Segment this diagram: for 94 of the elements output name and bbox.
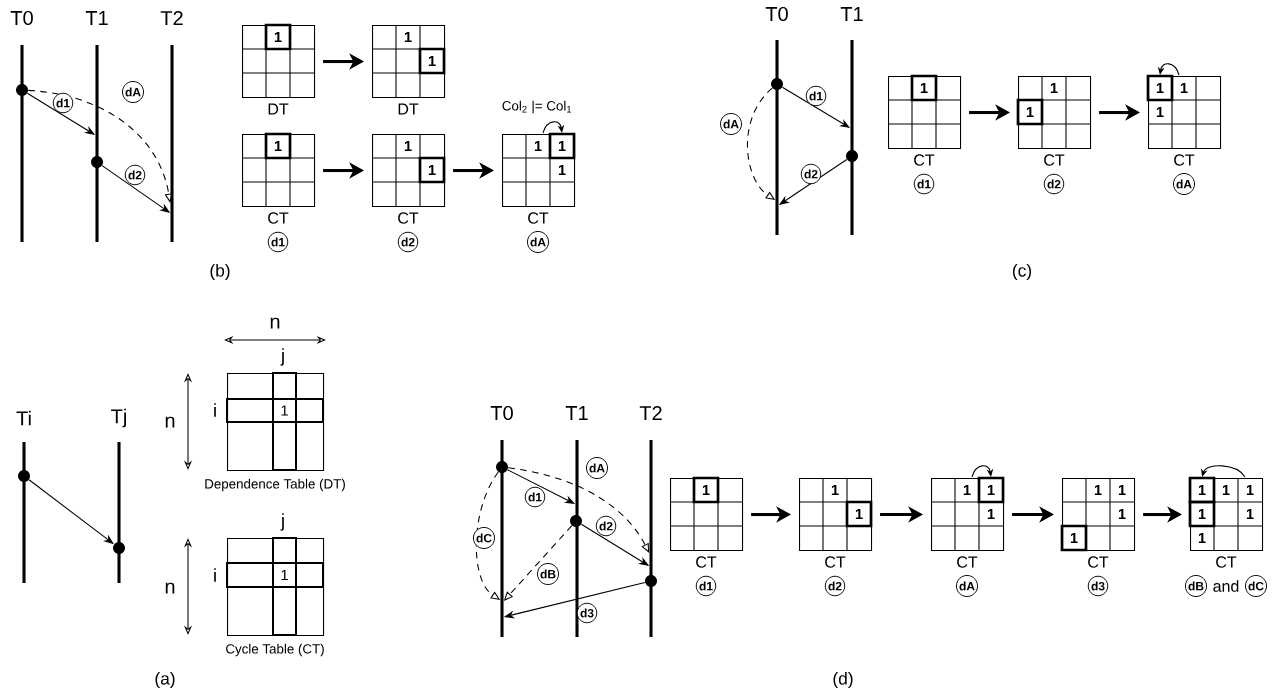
caption-text: and (1213, 580, 1239, 592)
edge-label: dA (720, 113, 742, 135)
annotation: Col$_{2}$ |= Col$_{1}$ (502, 100, 572, 114)
circled-label: d1 (913, 173, 935, 195)
cell-value: 1 (855, 508, 863, 520)
table-caption: CT (1216, 556, 1237, 568)
cell-value: 1 (920, 82, 928, 94)
circled-label: d2 (1043, 173, 1065, 195)
edge-label: d1 (524, 486, 546, 508)
cell-value: 1 (702, 484, 710, 496)
timeline-label: T0 (765, 6, 788, 22)
timeline-label: T1 (85, 11, 108, 25)
circled-label: d1 (695, 575, 717, 597)
circled-label: dA (1173, 173, 1195, 195)
circled-label: d2 (824, 575, 846, 597)
edge-label: d1 (805, 85, 827, 107)
timeline-label: T2 (160, 11, 183, 25)
circled-label: dA (956, 574, 978, 597)
table-caption: CT (1044, 154, 1065, 166)
edge-label: d3 (576, 602, 598, 624)
circled-label: dA (527, 231, 549, 253)
edge-label: d2 (124, 164, 146, 186)
edge-label: dB (537, 563, 560, 585)
dependency-arrow (27, 89, 173, 203)
circled-label: d2 (397, 231, 419, 253)
panel-caption: (d) (833, 671, 853, 689)
cell-value: 1 (1222, 484, 1230, 496)
cell-value: 1 (1198, 508, 1206, 520)
cell-value: 1 (281, 569, 288, 581)
cell-value: 1 (428, 55, 436, 67)
timeline-label: T0 (490, 405, 513, 421)
edge-label: d2 (800, 163, 822, 185)
cell-value: 1 (1198, 484, 1206, 496)
circled-label: dC (1245, 574, 1267, 597)
table-caption: DT (268, 103, 289, 115)
cell-value: 1 (1156, 82, 1164, 94)
cell-value: 1 (987, 508, 995, 520)
table-caption: CT (268, 212, 289, 224)
cell-value: 1 (1118, 484, 1126, 496)
dimension-label: n (270, 317, 280, 329)
cell-value: 1 (1026, 106, 1034, 118)
circled-label: d1 (267, 231, 289, 253)
cell-value: 1 (1180, 82, 1188, 94)
table-caption: DT (398, 103, 419, 115)
timeline-label: T0 (10, 10, 33, 26)
timeline-label: T2 (639, 406, 662, 420)
table-caption: CT (528, 212, 549, 224)
cell-value: 1 (831, 484, 839, 496)
table-caption: CT (1088, 556, 1109, 568)
cell-value: 1 (1118, 508, 1126, 520)
table-caption: CT (1174, 154, 1195, 166)
cell-value: 1 (1246, 484, 1254, 496)
panel-caption: (a) (155, 671, 175, 689)
circled-label: dB (1185, 574, 1207, 597)
table-caption: Cycle Table (CT) (226, 643, 324, 657)
table-caption: Dependence Table (DT) (205, 478, 345, 492)
cell-value: 1 (1246, 508, 1254, 520)
cell-value: 1 (1070, 532, 1078, 544)
panel-caption: (b) (210, 263, 230, 281)
edge-label: dA (122, 81, 145, 103)
cell-value: 1 (404, 31, 412, 43)
cell-value: 1 (428, 164, 436, 176)
timeline-label: Ti (16, 410, 31, 426)
dimension-label: n (165, 582, 175, 594)
table-caption: CT (398, 212, 419, 224)
table-caption: CT (914, 154, 935, 166)
dimension-label: n (165, 416, 175, 428)
timeline-label: T1 (565, 406, 588, 420)
timeline-label: T1 (840, 7, 863, 21)
cell-value: 1 (404, 140, 412, 152)
circled-label: d3 (1087, 575, 1109, 597)
index-label: j (280, 513, 284, 531)
table-caption: CT (957, 556, 978, 568)
table-caption: CT (825, 556, 846, 568)
cell-value: 1 (1198, 532, 1206, 544)
cell-value: 1 (274, 31, 282, 43)
cell-value: 1 (1094, 484, 1102, 496)
cell-value: 1 (1156, 106, 1164, 118)
cell-value: 1 (1050, 82, 1058, 94)
edge-label: dA (586, 457, 608, 479)
cell-value: 1 (987, 484, 995, 496)
cell-value: 1 (281, 405, 288, 416)
timeline-label: Tj (111, 408, 126, 428)
cell-value: 1 (558, 140, 566, 152)
cell-value: 1 (274, 140, 282, 152)
cell-value: 1 (534, 140, 542, 152)
edge-label: d2 (595, 515, 617, 537)
dependency-arrow (507, 467, 650, 553)
cell-value: 1 (963, 484, 971, 496)
edge-label: dC (473, 527, 496, 549)
table-caption: CT (696, 556, 717, 568)
panel-caption: (c) (1012, 263, 1032, 281)
cell-value: 1 (558, 164, 566, 176)
edge-label: d1 (52, 92, 74, 114)
